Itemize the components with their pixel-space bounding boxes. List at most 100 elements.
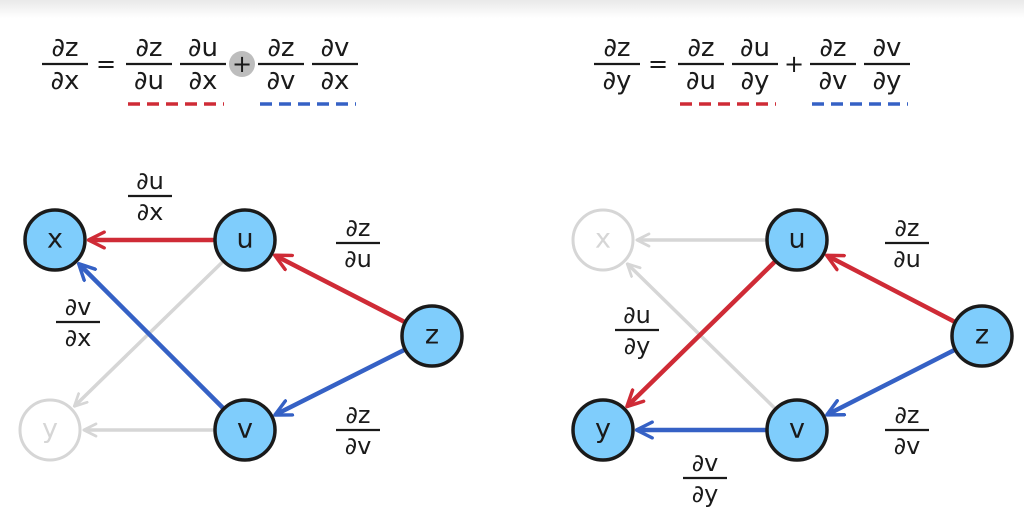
top-shadow bbox=[0, 0, 1024, 18]
node-x: x bbox=[23, 208, 87, 272]
term-1-factor-2: ∂u∂y bbox=[732, 33, 778, 96]
node-circle bbox=[213, 208, 277, 272]
fraction-numerator: ∂u bbox=[136, 167, 164, 195]
node-u: u bbox=[765, 208, 829, 272]
term-1-factor-2: ∂u∂x bbox=[180, 33, 226, 96]
node-circle bbox=[213, 398, 277, 462]
plus-sign: + bbox=[232, 50, 252, 78]
edge-label-2: ∂u ∂y bbox=[615, 301, 659, 360]
graph-edges bbox=[75, 240, 406, 430]
edge-z-to-u bbox=[276, 256, 406, 324]
fraction-denominator: ∂u bbox=[686, 66, 716, 96]
fraction-numerator: ∂z bbox=[267, 33, 294, 63]
fraction-numerator: ∂z bbox=[603, 33, 630, 63]
fraction-denominator: ∂u bbox=[893, 245, 921, 273]
fraction-denominator: ∂y bbox=[873, 66, 902, 96]
fraction-numerator: ∂z bbox=[51, 33, 78, 63]
fraction-numerator: ∂z bbox=[345, 401, 370, 429]
fraction-denominator: ∂y bbox=[603, 66, 632, 96]
edge-label-1: ∂z ∂u bbox=[885, 214, 929, 273]
fraction-denominator: ∂v bbox=[894, 432, 921, 460]
node-circle bbox=[950, 304, 1014, 368]
fraction-denominator: ∂x bbox=[137, 198, 164, 226]
fraction-denominator: ∂y bbox=[624, 332, 651, 360]
fraction-numerator: ∂z bbox=[687, 33, 714, 63]
fraction-denominator: ∂u bbox=[134, 66, 164, 96]
term-2-factor-2: ∂v∂x bbox=[312, 33, 358, 96]
node-v: v bbox=[213, 398, 277, 462]
edge-v-to-x bbox=[80, 265, 225, 410]
graph-edge-labels: ∂u ∂x ∂z ∂u ∂v ∂x ∂z ∂v bbox=[56, 167, 380, 460]
term-2-factor-1: ∂z∂v bbox=[810, 33, 856, 96]
node-label: v bbox=[237, 414, 253, 445]
node-label: y bbox=[42, 414, 58, 445]
fraction-numerator: ∂z bbox=[819, 33, 846, 63]
node-circle bbox=[23, 208, 87, 272]
fraction-numerator: ∂z bbox=[894, 401, 919, 429]
graph-2: x u z v y ∂z ∂u ∂u ∂y ∂z ∂v ∂v ∂y bbox=[571, 208, 1014, 508]
fraction-numerator: ∂u bbox=[623, 301, 651, 329]
edge-label-4: ∂v ∂y bbox=[683, 449, 727, 508]
fraction-denominator: ∂y bbox=[741, 66, 770, 96]
graph-nodes: x u z v y bbox=[18, 208, 464, 462]
node-circle bbox=[571, 208, 635, 272]
node-y: y bbox=[18, 398, 82, 462]
node-z: z bbox=[950, 304, 1014, 368]
node-z: z bbox=[400, 304, 464, 368]
edge-z-to-u bbox=[828, 256, 956, 324]
node-circle bbox=[765, 208, 829, 272]
node-x: x bbox=[571, 208, 635, 272]
term-1-factor-1: ∂z∂u bbox=[126, 33, 172, 96]
fraction-denominator: ∂x bbox=[189, 66, 218, 96]
graph-1: x u z v y ∂u ∂x ∂z ∂u ∂v ∂x ∂z ∂v bbox=[18, 167, 464, 462]
edge-z-to-v bbox=[276, 348, 406, 414]
node-label: u bbox=[236, 224, 253, 255]
fraction-denominator: ∂v bbox=[819, 66, 848, 96]
node-circle bbox=[571, 398, 635, 462]
node-label: x bbox=[595, 224, 611, 255]
equals-sign: = bbox=[648, 50, 668, 78]
graph-edges bbox=[628, 240, 956, 430]
fraction-denominator: ∂x bbox=[51, 66, 80, 96]
edge-label-4: ∂z ∂v bbox=[336, 401, 380, 460]
fraction-numerator: ∂v bbox=[321, 33, 350, 63]
node-u: u bbox=[213, 208, 277, 272]
fraction-denominator: ∂u bbox=[344, 245, 372, 273]
formula-lhs: ∂z∂y bbox=[594, 33, 640, 96]
node-label: z bbox=[425, 320, 439, 351]
node-label: z bbox=[975, 320, 989, 351]
plus-sign: + bbox=[784, 50, 804, 78]
node-y: y bbox=[571, 398, 635, 462]
fraction-denominator: ∂x bbox=[65, 324, 92, 352]
graph-nodes: x u z v y bbox=[571, 208, 1014, 462]
edge-z-to-v bbox=[828, 348, 956, 414]
fraction-numerator: ∂z bbox=[894, 214, 919, 242]
fraction-numerator: ∂z bbox=[345, 214, 370, 242]
equals-sign: = bbox=[96, 50, 116, 78]
edge-label-3: ∂v ∂x bbox=[56, 293, 100, 352]
node-v: v bbox=[765, 398, 829, 462]
term-2-factor-2: ∂v∂y bbox=[864, 33, 910, 96]
fraction-numerator: ∂u bbox=[740, 33, 770, 63]
formula-lhs: ∂z∂x bbox=[42, 33, 88, 96]
node-label: x bbox=[47, 224, 63, 255]
edge-label-3: ∂z ∂v bbox=[885, 401, 929, 460]
fraction-denominator: ∂v bbox=[345, 432, 372, 460]
plus-highlight bbox=[229, 51, 255, 77]
edge-label-2: ∂z ∂u bbox=[336, 214, 380, 273]
fraction-denominator: ∂x bbox=[321, 66, 350, 96]
formula-2: ∂z∂y=∂z∂u∂u∂y+∂z∂v∂v∂y bbox=[594, 33, 910, 106]
fraction-numerator: ∂z bbox=[135, 33, 162, 63]
term-1-factor-1: ∂z∂u bbox=[678, 33, 724, 96]
fraction-numerator: ∂u bbox=[188, 33, 218, 63]
node-circle bbox=[765, 398, 829, 462]
node-label: y bbox=[595, 414, 611, 445]
node-label: v bbox=[789, 414, 805, 445]
fraction-numerator: ∂v bbox=[692, 449, 719, 477]
node-circle bbox=[400, 304, 464, 368]
fraction-numerator: ∂v bbox=[65, 293, 92, 321]
fraction-denominator: ∂y bbox=[692, 480, 719, 508]
edge-u-to-y bbox=[628, 260, 777, 405]
formula-1: ∂z∂x=∂z∂u∂u∂x+∂z∂v∂v∂x bbox=[42, 33, 358, 106]
